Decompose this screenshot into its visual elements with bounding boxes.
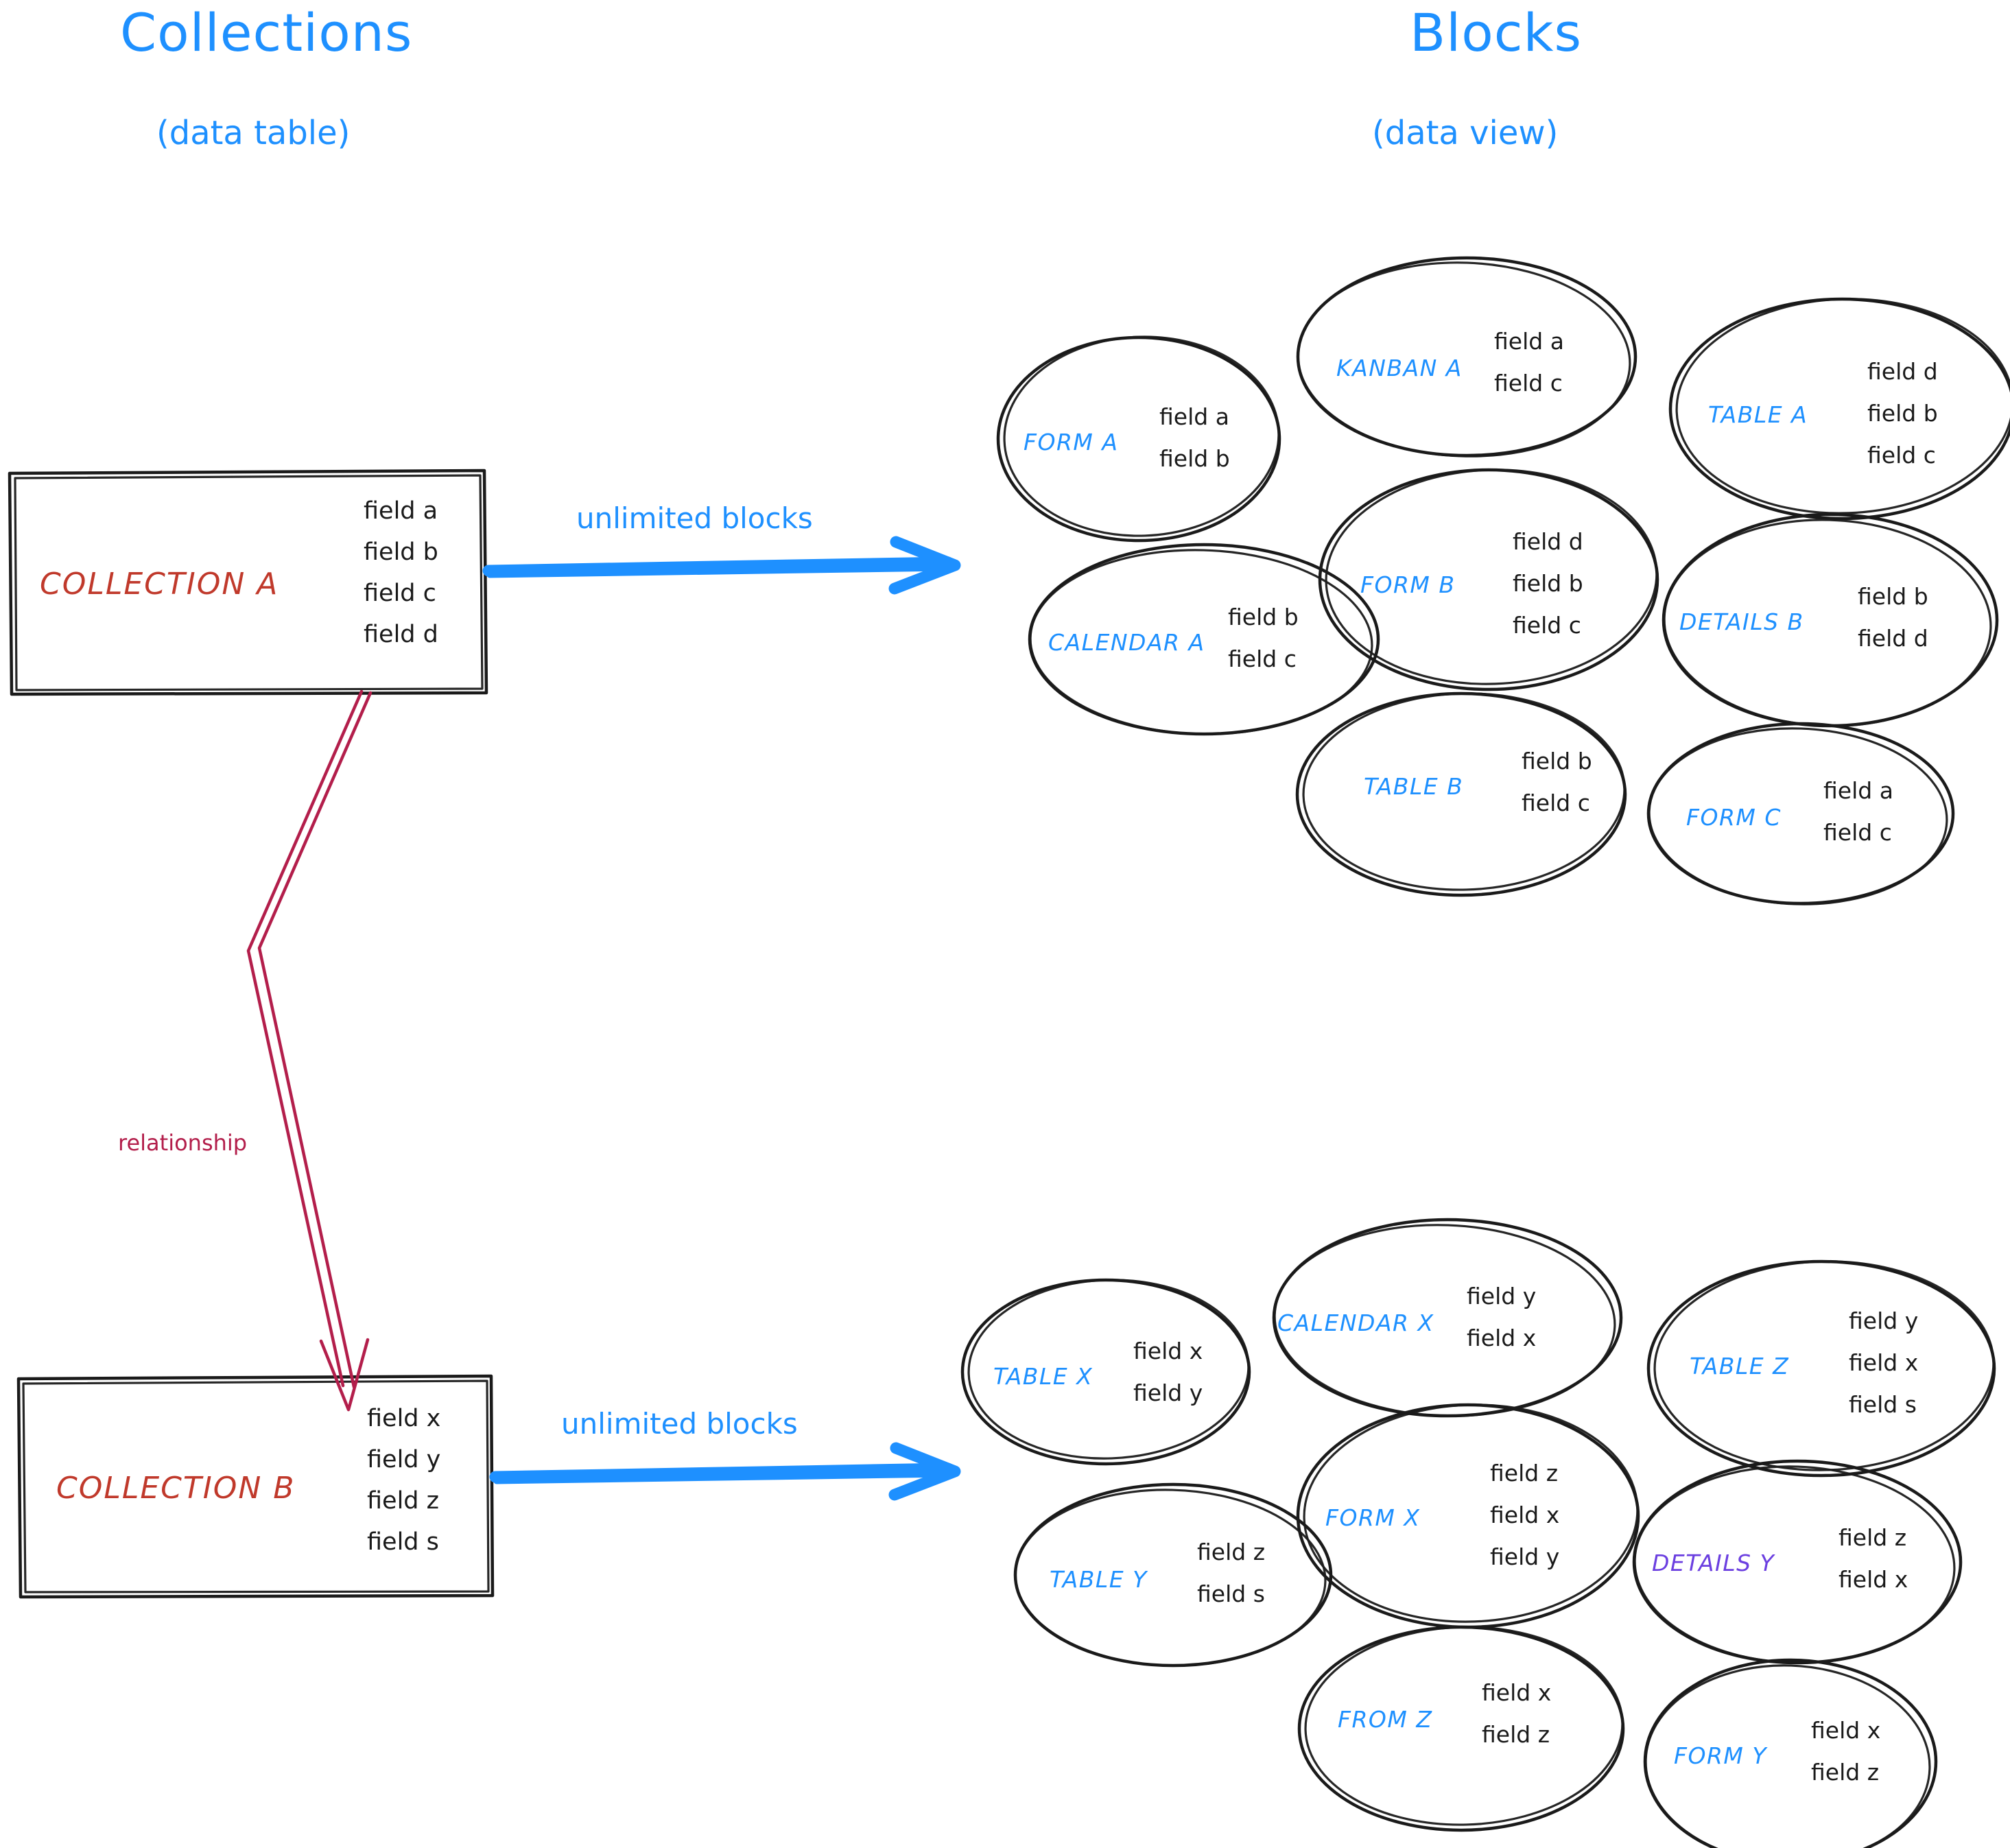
collection-a-field: field a [364,497,438,525]
collection-b-field: field s [367,1528,439,1556]
unlimited-blocks-arrow-top [482,536,961,595]
block-fields-details-b: field b field d [1858,583,1928,652]
block-field: field s [1197,1580,1265,1607]
block-ellipses-top [996,256,2010,905]
collection-b-field: field x [367,1405,441,1432]
block-field: field x [1849,1349,1919,1376]
page-title-collections: Collections [120,2,413,63]
block-fields-details-y: field z field x [1838,1524,1908,1593]
block-label-table-b: TABLE B [1364,773,1464,800]
block-label-from-z: FROM Z [1338,1706,1433,1733]
block-field: field x [1838,1566,1908,1593]
block-field: field x [1490,1502,1560,1528]
block-fields-table-y: field z field s [1197,1539,1265,1607]
block-field: field z [1838,1524,1907,1551]
unlimited-blocks-label-top: unlimited blocks [576,501,813,535]
block-label-form-x: FORM X [1325,1504,1421,1531]
block-field: field d [1513,528,1583,555]
block-field: field b [1867,400,1938,427]
block-label-table-a: TABLE A [1708,401,1808,428]
block-field: field y [1849,1307,1919,1334]
block-field: field z [1197,1539,1266,1565]
block-fields-kanban-a: field a field c [1494,328,1564,396]
block-field: field c [1513,612,1581,639]
collection-b-box [16,1374,495,1599]
block-fields-form-a: field a field b [1159,403,1230,472]
block-field: field c [1823,819,1892,846]
block-field: field b [1159,445,1230,472]
block-label-table-x: TABLE X [993,1363,1093,1390]
collection-b-field: field z [367,1487,440,1515]
unlimited-blocks-arrow-bottom [489,1442,961,1501]
block-fields-form-y: field x field z [1811,1717,1880,1786]
relationship-connector [246,689,373,1412]
block-fields-form-c: field a field c [1823,777,1893,846]
block-label-calendar-a: CALENDAR A [1048,629,1205,656]
block-field: field x [1133,1338,1203,1364]
block-fields-table-b: field b field c [1522,748,1592,816]
block-field: field d [1867,358,1938,385]
collection-a-fields: field a field b field c field d [364,497,438,648]
block-ellipses-bottom [960,1218,1996,1848]
block-label-form-b: FORM B [1360,571,1456,598]
block-field: field y [1133,1379,1203,1406]
block-field: field z [1811,1759,1880,1786]
block-field: field y [1490,1543,1560,1570]
block-field: field s [1849,1391,1917,1418]
block-label-form-y: FORM Y [1674,1742,1768,1769]
block-label-kanban-a: KANBAN A [1336,355,1463,381]
collection-a-name: COLLECTION A [40,567,279,602]
block-field: field a [1494,328,1564,355]
block-label-table-z: TABLE Z [1690,1353,1790,1379]
block-field: field b [1513,570,1583,597]
block-label-form-c: FORM C [1686,804,1782,831]
block-fields-table-a: field d field b field c [1867,358,1938,469]
block-fields-table-x: field x field y [1133,1338,1203,1406]
block-field: field b [1228,604,1299,630]
block-field: field c [1522,790,1590,816]
block-fields-calendar-a: field b field c [1228,604,1299,672]
block-field: field a [1823,777,1893,804]
collection-b-fields: field x field y field z field s [367,1405,440,1556]
page-title-blocks: Blocks [1410,2,1583,63]
collection-b-field: field y [367,1446,441,1473]
page-subtitle-collections: (data table) [156,114,351,152]
block-field: field z [1482,1721,1550,1748]
collection-b-name: COLLECTION B [56,1471,296,1506]
block-fields-from-z: field x field z [1482,1679,1551,1748]
block-label-calendar-x: CALENDAR X [1277,1310,1434,1336]
collection-a-box [8,469,488,696]
block-field: field x [1811,1717,1881,1744]
unlimited-blocks-label-bottom: unlimited blocks [561,1407,798,1441]
block-field: field d [1858,625,1928,652]
relationship-label: relationship [118,1130,248,1156]
block-field: field x [1482,1679,1552,1706]
block-field: field c [1494,370,1563,396]
collection-a-field: field d [364,621,438,648]
block-label-table-y: TABLE Y [1050,1566,1148,1593]
block-label-details-b: DETAILS B [1679,608,1804,635]
block-field: field a [1159,403,1229,430]
block-field: field b [1858,583,1928,610]
block-fields-calendar-x: field y field x [1467,1283,1536,1351]
collection-a-field: field c [364,580,436,607]
collection-a-field: field b [364,538,438,566]
block-field: field c [1228,645,1297,672]
block-field: field b [1522,748,1592,774]
page-subtitle-blocks: (data view) [1372,114,1559,152]
block-fields-table-z: field y field x field s [1849,1307,1918,1418]
block-field: field y [1467,1283,1537,1310]
block-field: field c [1867,442,1936,469]
block-fields-form-b: field d field b field c [1513,528,1583,639]
block-field: field x [1467,1325,1537,1351]
block-fields-form-x: field z field x field y [1490,1460,1559,1570]
block-label-form-a: FORM A [1024,429,1119,455]
block-field: field z [1490,1460,1559,1486]
block-label-details-y: DETAILS Y [1652,1550,1775,1576]
